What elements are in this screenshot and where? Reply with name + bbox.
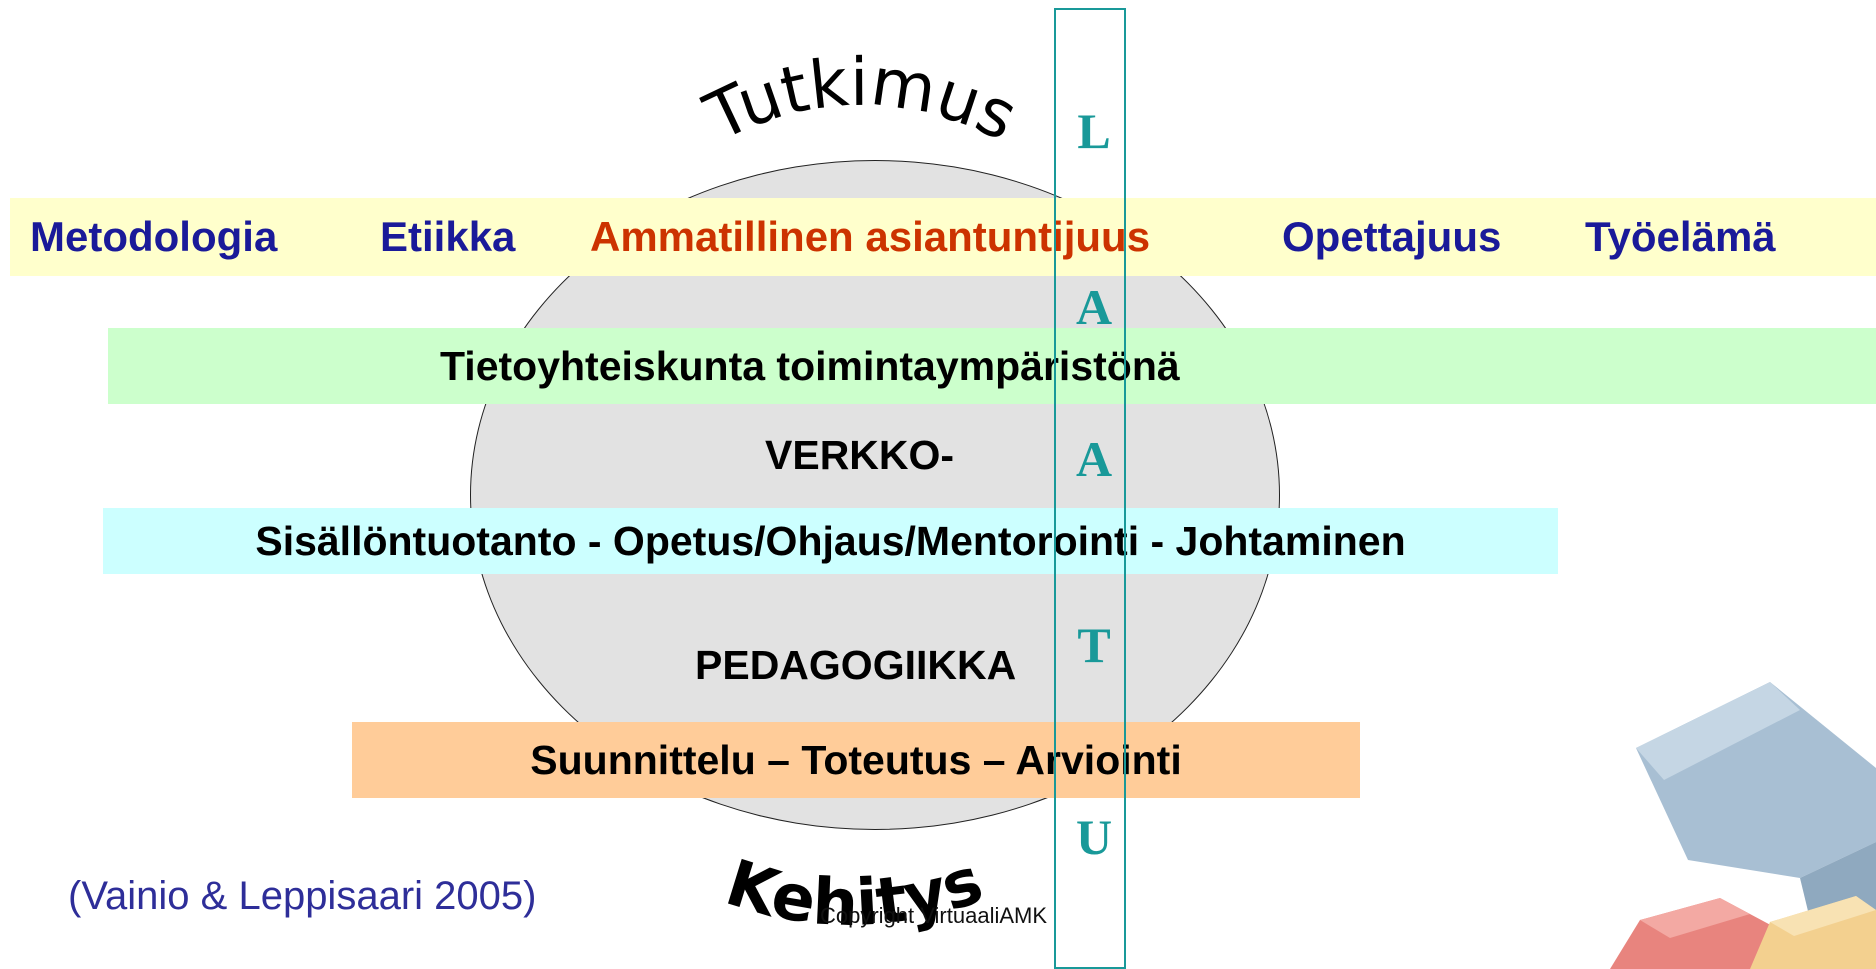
decorative-cubes-image: [1610, 682, 1876, 969]
copyright-note: Copyright VirtuaaliAMK: [820, 903, 1048, 928]
band-competencies: Metodologia Etiikka Ammatillinen asiantu…: [10, 198, 1876, 276]
band-process-label: Suunnittelu – Toteutus – Arviointi: [530, 736, 1182, 783]
band-item-metodologia: Metodologia: [30, 213, 278, 260]
inner-label-verkko: VERKKO-: [765, 432, 955, 478]
laatu-letter-u: U: [1075, 809, 1113, 865]
band-item-etiikka: Etiikka: [380, 213, 516, 260]
citation: (Vainio & Leppisaari 2005): [68, 874, 537, 918]
arc-title-tutkimus: Tutkimus: [693, 43, 1029, 156]
band-roles-label: Sisällöntuotanto - Opetus/Ohjaus/Mentoro…: [255, 517, 1406, 564]
band-item-tyoelama: Työelämä: [1585, 213, 1776, 260]
band-environment-label: Tietoyhteiskunta toimintaympäristönä: [440, 342, 1180, 389]
band-roles: Sisällöntuotanto - Opetus/Ohjaus/Mentoro…: [103, 508, 1558, 574]
laatu-letter-a1: A: [1075, 279, 1113, 335]
laatu-letter-l: L: [1077, 103, 1111, 159]
band-item-ammatillinen: Ammatillinen asiantuntijuus: [590, 213, 1151, 260]
inner-label-pedagogiikka: PEDAGOGIIKKA: [695, 642, 1017, 688]
laatu-letter-a2: A: [1075, 431, 1113, 487]
laatu-letter-t: T: [1077, 617, 1111, 673]
band-process: Suunnittelu – Toteutus – Arviointi: [352, 722, 1360, 798]
band-environment: Tietoyhteiskunta toimintaympäristönä: [108, 328, 1876, 404]
laatu-vertical-bar: [1054, 8, 1126, 969]
band-item-opettajuus: Opettajuus: [1282, 213, 1502, 260]
